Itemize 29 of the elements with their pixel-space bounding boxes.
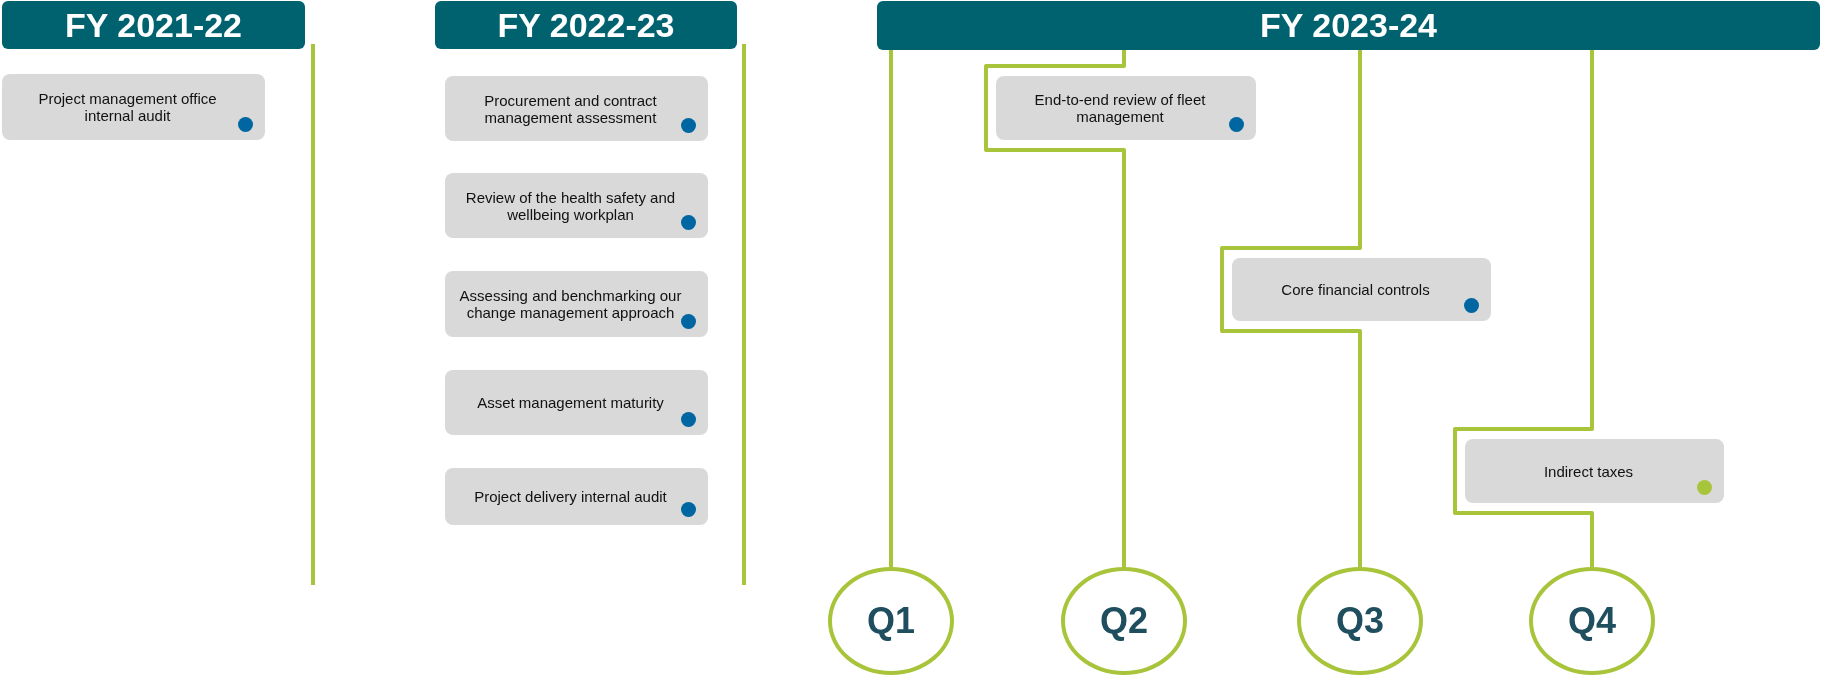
activity-card xyxy=(2,74,265,140)
activity-card xyxy=(1232,258,1491,321)
activity-label: End-to-end review of fleet management xyxy=(1033,91,1207,125)
activity-card xyxy=(445,370,708,435)
quarter-circle: Q1 xyxy=(828,567,954,675)
activity-label: Indirect taxes xyxy=(1543,462,1634,480)
activity-label: Procurement and contract management assessment xyxy=(483,91,658,126)
year-header: FY 2021-22 xyxy=(2,1,305,49)
quarter-circle: Q2 xyxy=(1061,567,1187,675)
activity-label: Asset management maturity xyxy=(477,394,664,411)
year-header: FY 2023-24 xyxy=(877,1,1820,50)
activity-card xyxy=(445,271,708,337)
timeline-connector xyxy=(1220,50,1362,567)
quarter-circle: Q4 xyxy=(1529,567,1655,675)
timeline-connector xyxy=(889,50,893,567)
activity-label: Core financial controls xyxy=(1281,281,1430,298)
activity-card xyxy=(445,468,708,525)
activity-label: Review of the health safety and wellbeing workplan xyxy=(464,188,677,223)
year-header: FY 2022-23 xyxy=(435,1,737,49)
timeline-connector xyxy=(1453,50,1594,567)
timeline-connector xyxy=(984,50,1126,567)
activity-card xyxy=(445,173,708,238)
activity-card xyxy=(996,76,1256,140)
activity-label: Project management office internal audit xyxy=(37,90,218,124)
activity-label: Assessing and benchmarking our change management approach xyxy=(459,287,682,321)
activity-card xyxy=(445,76,708,141)
quarter-circle: Q3 xyxy=(1297,567,1423,675)
activity-card xyxy=(1465,439,1724,503)
activity-label: Project delivery internal audit xyxy=(474,488,667,505)
